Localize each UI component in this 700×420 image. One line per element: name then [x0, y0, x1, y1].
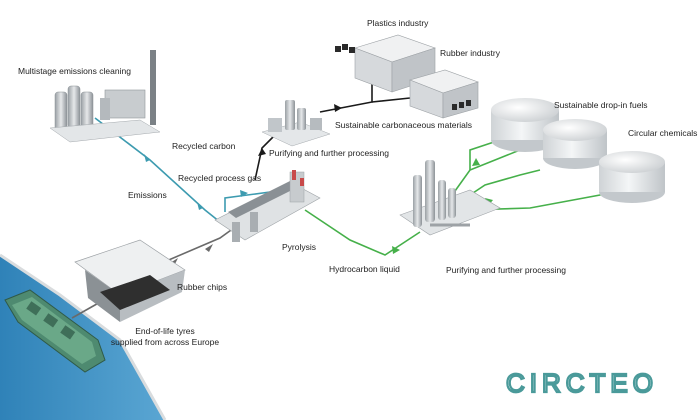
- logo-text: CIRCTEO: [506, 368, 658, 398]
- flow-fuels: [449, 147, 526, 199]
- label-circular-chemicals: Circular chemicals: [628, 128, 698, 138]
- label-purifying-bottom: Purifying and further processing: [446, 265, 567, 275]
- flow-emissions: [94, 117, 221, 223]
- flow-arrows: [110, 104, 493, 300]
- refinery-unit: [399, 160, 501, 236]
- circteo-logo: CIRCTEO: [505, 367, 658, 399]
- flow-hydrocarbon: [304, 209, 421, 256]
- label-multistage-cleaning: Multistage emissions cleaning: [18, 66, 131, 76]
- label-tyres: End-of-life tyres supplied from across E…: [100, 326, 230, 348]
- label-sustainable-carbonaceous: Sustainable carbonaceous materials: [335, 120, 473, 130]
- label-recycled-carbon: Recycled carbon: [172, 141, 236, 151]
- label-emissions: Emissions: [128, 190, 167, 200]
- tank-2: [543, 119, 607, 169]
- label-rubber-chips: Rubber chips: [177, 282, 228, 292]
- storage-tanks: [491, 98, 665, 203]
- pyrolysis-plant: [214, 170, 321, 242]
- label-dropin-fuels: Sustainable drop-in fuels: [554, 100, 648, 110]
- cargo-ship: [4, 289, 106, 373]
- emissions-cleaning-plant: [49, 50, 161, 143]
- label-rubber-industry: Rubber industry: [440, 48, 501, 58]
- label-tyres-line1: End-of-life tyres: [135, 326, 195, 336]
- tank-3: [599, 151, 665, 203]
- label-plastics-industry: Plastics industry: [367, 18, 429, 28]
- rubber-chip-shed: [74, 239, 186, 322]
- label-recycled-gas: Recycled process gas: [178, 173, 262, 183]
- label-tyres-line2: supplied from across Europe: [110, 337, 220, 347]
- label-purifying-top: Purifying and further processing: [269, 148, 390, 158]
- purifying-unit-top: [261, 100, 331, 147]
- label-pyrolysis: Pyrolysis: [282, 242, 317, 252]
- label-hydrocarbon-liquid: Hydrocarbon liquid: [329, 264, 400, 274]
- rubber-industry-building: [409, 69, 479, 119]
